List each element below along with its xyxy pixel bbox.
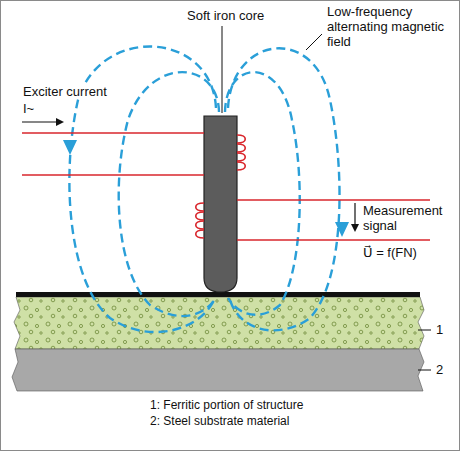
signal-formula: U⃗ = f(FN) <box>362 245 418 260</box>
exciter-coil <box>22 133 245 175</box>
callout-leader <box>418 330 431 331</box>
signal-label: Exciter current <box>22 84 108 99</box>
field-lines <box>69 47 339 333</box>
ferritic-dots <box>14 297 424 349</box>
callout-number: 1 <box>436 322 443 337</box>
note: 2: Steel substrate material <box>150 414 289 429</box>
leader-line <box>306 34 322 50</box>
part-label: Low-frequency alternating magnetic field <box>326 4 448 49</box>
current-arrow <box>22 121 56 122</box>
callout-leader <box>418 370 431 371</box>
part-label: Soft iron core <box>186 8 265 23</box>
leader-line <box>222 26 223 113</box>
surface-line <box>16 292 420 297</box>
current-arrowhead <box>56 118 64 126</box>
field-arrowhead <box>63 140 77 155</box>
callout-number: 2 <box>436 362 443 377</box>
signal-arrowhead <box>351 224 359 232</box>
signal-label: Measurement signal <box>362 203 456 233</box>
signal-name: I~ <box>22 101 35 116</box>
ferritic-layer <box>14 297 424 349</box>
note: 1: Ferritic portion of structure <box>150 398 303 413</box>
soft-iron-core <box>204 116 237 292</box>
field-arrowhead <box>335 222 349 237</box>
signal-arrow <box>354 203 355 224</box>
steel-substrate <box>12 349 424 391</box>
